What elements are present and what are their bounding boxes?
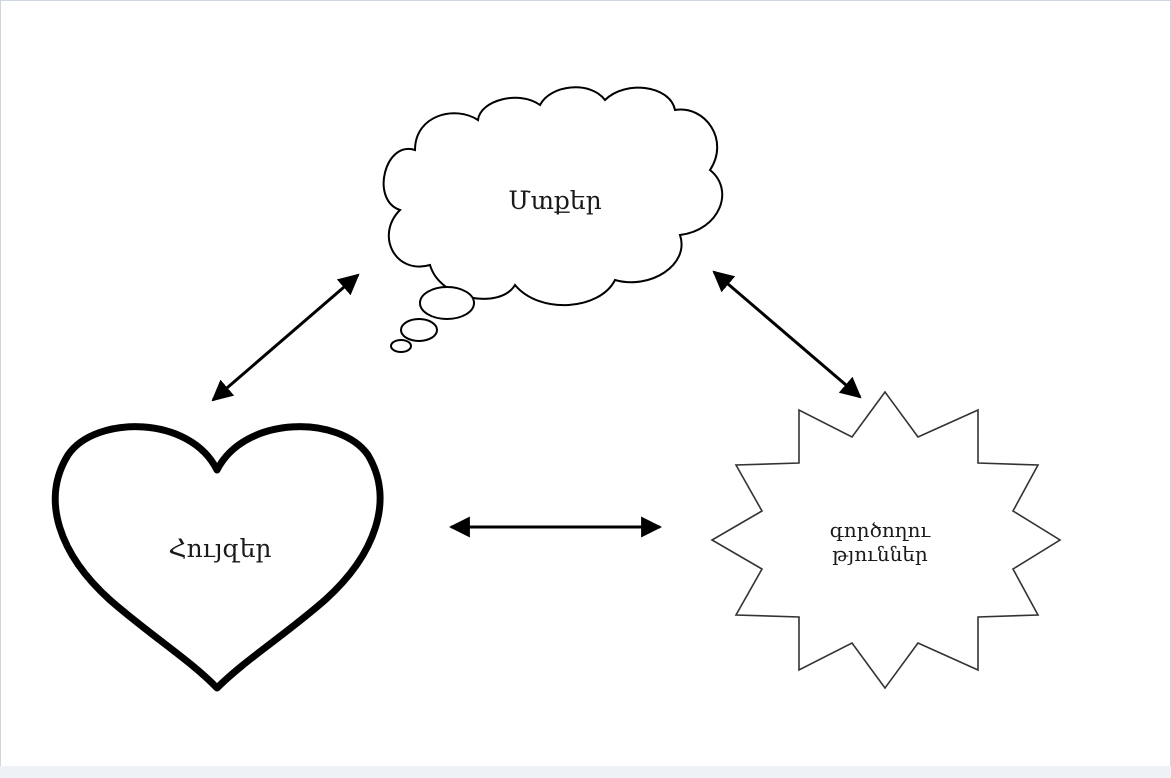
cloud-bubble-medium: [400, 318, 438, 342]
actions-label-line2: թյուններ: [832, 542, 928, 566]
starburst-shape: [710, 390, 1062, 690]
cloud-bubble-large: [419, 286, 475, 320]
actions-label-line1: գործողու: [829, 518, 931, 542]
bottom-edge: [0, 766, 1171, 778]
feelings-label: Հույզեր: [168, 534, 272, 563]
heart-shape: [51, 423, 384, 692]
actions-label: գործողու թյուններ: [790, 518, 970, 566]
cloud-body: [382, 86, 724, 306]
arrow-feelings-thoughts: [211, 273, 360, 402]
arrow-thoughts-actions: [712, 270, 862, 399]
thoughts-label: Մտքեր: [508, 186, 602, 215]
thought-cloud-shape: [382, 86, 724, 353]
cloud-bubble-small: [390, 339, 412, 353]
